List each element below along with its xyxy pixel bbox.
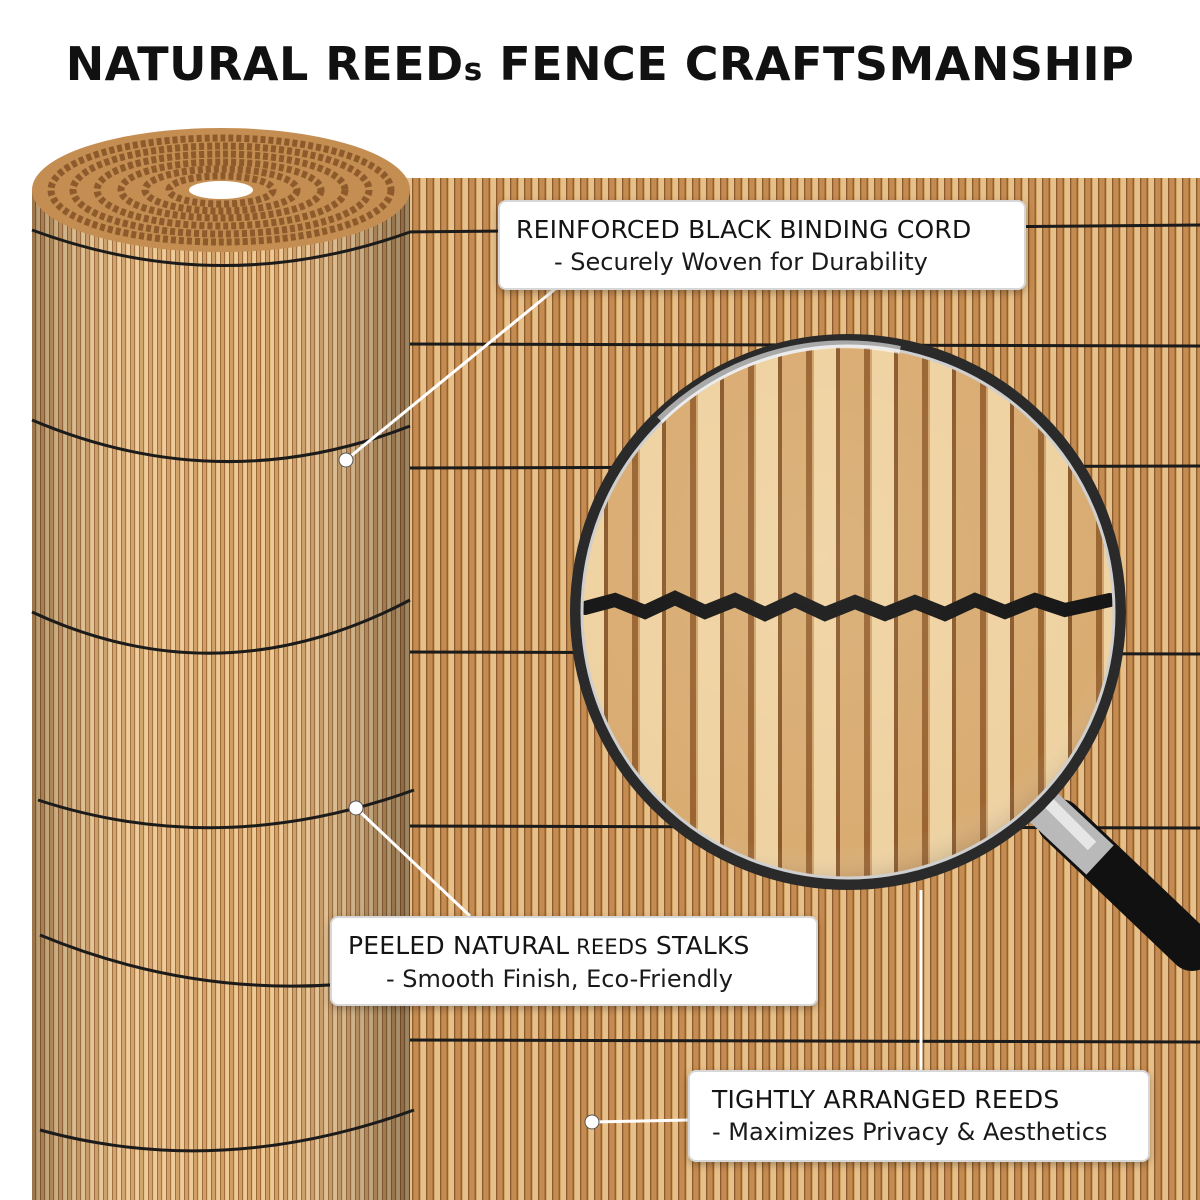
callout-binding-heading: REINFORCED BLACK BINDING CORD: [516, 215, 972, 244]
title-part-3: FENCE CRAFTSMANSHIP: [482, 37, 1135, 91]
magnifying-glass-icon: [1026, 789, 1200, 971]
title-part-1: NATURAL REED: [65, 37, 464, 91]
callout-binding-cord: REINFORCED BLACK BINDING CORD - Securely…: [498, 200, 1026, 290]
callout-tight-detail: - Maximizes Privacy & Aesthetics: [712, 1118, 1108, 1146]
callout-peeled-heading-end: STALKS: [647, 931, 750, 960]
callout-peeled-detail: - Smooth Finish, Eco-Friendly: [386, 965, 733, 993]
callout-peeled-heading-small: REEDS: [569, 935, 648, 959]
callout-binding-detail: - Securely Woven for Durability: [554, 248, 928, 276]
page-title: NATURAL REEDs FENCE CRAFTSMANSHIP: [0, 34, 1200, 100]
callout-tight-heading: TIGHTLY ARRANGED REEDS: [712, 1085, 1060, 1114]
callout-peeled-reeds: PEELED NATURAL REEDS STALKS - Smooth Fin…: [330, 916, 818, 1006]
callout-tightly-arranged: TIGHTLY ARRANGED REEDS - Maximizes Priva…: [688, 1070, 1150, 1162]
title-part-2: s: [463, 52, 483, 88]
callout-peeled-heading: PEELED NATURAL REEDS STALKS: [348, 930, 800, 963]
callout-peeled-heading-main: PEELED NATURAL: [348, 931, 570, 960]
